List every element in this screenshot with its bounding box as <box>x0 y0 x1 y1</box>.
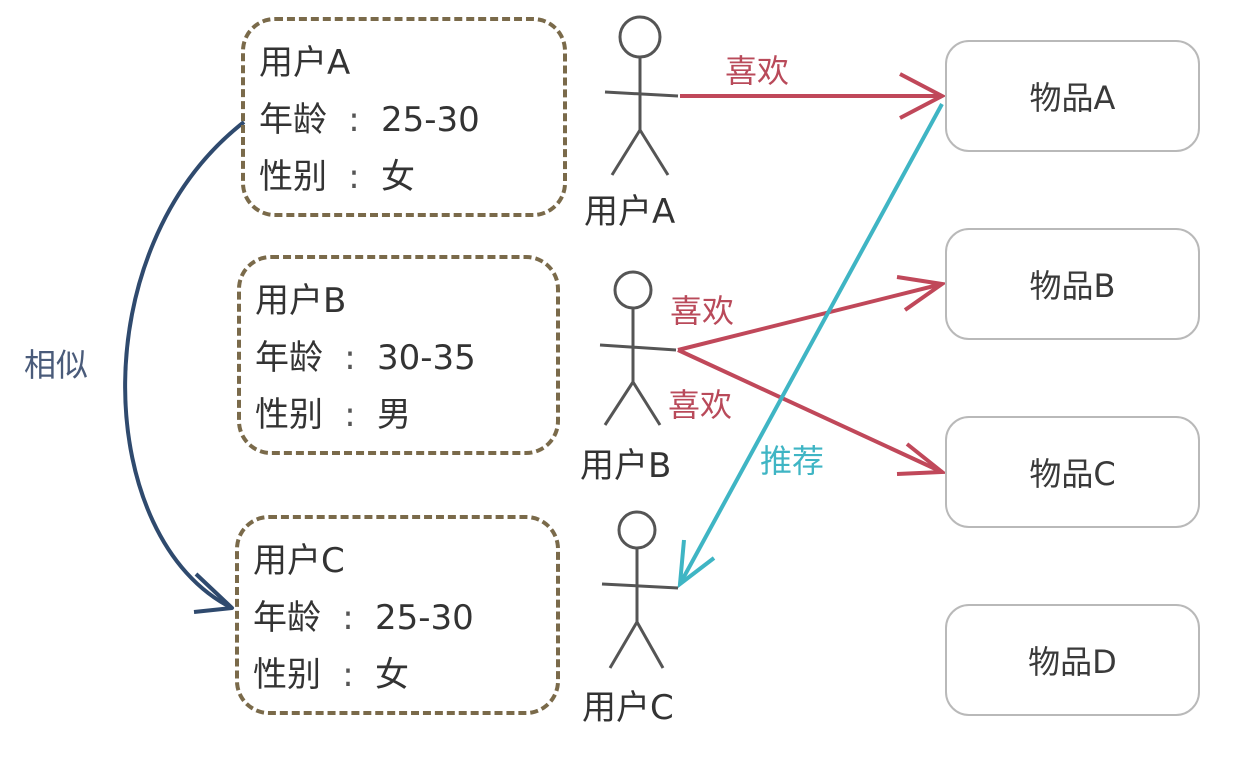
age-label: 年龄 <box>255 338 323 378</box>
item-box-c: 物品C <box>945 416 1200 528</box>
profile-gender-row: 性别: 女 <box>259 149 563 206</box>
profile-gender-row: 性别: 男 <box>255 387 556 444</box>
user-figure-c <box>601 510 679 669</box>
like-label-a: 喜欢 <box>725 52 790 90</box>
gender-value: 女 <box>381 157 415 197</box>
gender-value: 女 <box>375 655 409 695</box>
separator: : <box>344 395 356 435</box>
user-figure-b <box>599 270 677 426</box>
like-label-b2: 喜欢 <box>668 386 733 424</box>
item-label: 物品C <box>1029 455 1116 493</box>
gender-value: 男 <box>377 395 411 435</box>
profile-title: 用户C <box>253 541 345 581</box>
similar-arc <box>123 120 246 610</box>
similar-label: 相似 <box>24 346 89 384</box>
similar-arrowhead <box>193 572 234 614</box>
like-arrow-b1 <box>677 282 943 352</box>
profile-card-a: 用户A 年龄:25-30 性别: 女 <box>241 17 567 217</box>
gender-label: 性别 <box>255 395 323 435</box>
user-figure-label-b: 用户B <box>580 446 672 486</box>
age-value: 30-35 <box>377 338 476 378</box>
user-figure-label-c: 用户C <box>582 688 674 728</box>
profile-card-b: 用户B 年龄:30-35 性别: 男 <box>237 255 560 455</box>
like-arrowhead-a <box>899 72 947 120</box>
item-box-b: 物品B <box>945 228 1200 340</box>
recommend-arrow <box>678 103 944 585</box>
item-box-a: 物品A <box>945 40 1200 152</box>
separator: : <box>342 598 354 638</box>
recommend-label: 推荐 <box>760 442 825 480</box>
separator: : <box>348 100 360 140</box>
separator: : <box>342 655 354 695</box>
profile-age-row: 年龄:25-30 <box>259 92 563 149</box>
profile-gender-row: 性别: 女 <box>253 647 556 704</box>
profile-title: 用户A <box>259 43 351 83</box>
gender-label: 性别 <box>259 157 327 197</box>
like-arrowhead-b2 <box>896 442 948 476</box>
item-label: 物品D <box>1028 643 1117 681</box>
age-value: 25-30 <box>381 100 480 140</box>
separator: : <box>348 157 360 197</box>
age-value: 25-30 <box>375 598 474 638</box>
profile-card-c: 用户C 年龄:25-30 性别: 女 <box>235 515 560 715</box>
item-label: 物品A <box>1029 79 1116 117</box>
user-figure-label-a: 用户A <box>584 192 676 232</box>
like-label-b1: 喜欢 <box>670 292 735 330</box>
age-label: 年龄 <box>253 598 321 638</box>
separator: : <box>344 338 356 378</box>
like-arrowhead-b1 <box>896 275 948 312</box>
gender-label: 性别 <box>253 655 321 695</box>
recommend-arrowhead <box>677 539 716 589</box>
profile-title: 用户B <box>255 281 347 321</box>
age-label: 年龄 <box>259 100 327 140</box>
item-label: 物品B <box>1029 267 1116 305</box>
item-box-d: 物品D <box>945 604 1200 716</box>
profile-age-row: 年龄:25-30 <box>253 590 556 647</box>
like-arrow-b2 <box>677 348 943 474</box>
user-figure-a <box>604 15 679 176</box>
profile-age-row: 年龄:30-35 <box>255 330 556 387</box>
